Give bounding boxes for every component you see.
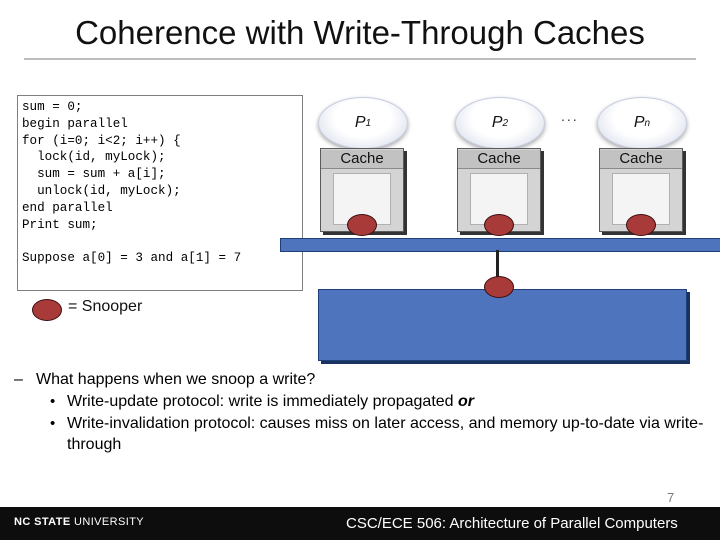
bullet-main: – What happens when we snoop a write? xyxy=(14,369,704,390)
bullet-marker: • xyxy=(50,415,56,432)
code-panel xyxy=(17,95,303,291)
page-number: 7 xyxy=(667,490,675,505)
slide-title: Coherence with Write-Through Caches xyxy=(75,14,645,51)
bullet-sub-text: Write-invalidation protocol: causes miss… xyxy=(67,415,704,453)
memory-block xyxy=(318,289,687,361)
processor-ellipsis: ... xyxy=(561,108,579,124)
dash-marker: – xyxy=(14,371,23,388)
snooper-p1 xyxy=(347,214,377,236)
memory-connector xyxy=(496,250,499,290)
code-listing: sum = 0; begin parallel for (i=0; i<2; i… xyxy=(22,100,181,232)
processor-subscript: 2 xyxy=(502,117,509,129)
university-logo: NC STATE UNIVERSITY xyxy=(14,516,144,528)
bullet-list: – What happens when we snoop a write? • … xyxy=(14,369,704,455)
bullet-sub-item: • Write-update protocol: write is immedi… xyxy=(14,391,704,412)
processor-letter: P xyxy=(491,114,503,131)
processor-letter: P xyxy=(633,114,645,131)
bullet-sub-text: Write-update protocol: write is immediat… xyxy=(67,393,458,410)
snooper-legend-icon xyxy=(32,299,62,321)
cache-body xyxy=(333,173,391,225)
cache-label: Cache xyxy=(600,150,682,169)
logo-rest: UNIVERSITY xyxy=(70,516,145,528)
logo-bold: NC STATE xyxy=(14,516,71,528)
snooper-pn xyxy=(626,214,656,236)
bullet-marker: • xyxy=(50,393,56,410)
footer-bar xyxy=(0,507,720,540)
cache-label: Cache xyxy=(458,150,540,169)
processor-subscript: n xyxy=(644,117,651,129)
title-divider xyxy=(24,58,696,60)
snooper-legend-label: = Snooper xyxy=(68,298,143,315)
code-note: Suppose a[0] = 3 and a[1] = 7 xyxy=(22,251,242,265)
snooper-p2 xyxy=(484,214,514,236)
processor-subscript: 1 xyxy=(365,117,372,129)
bullet-sub-item: • Write-invalidation protocol: causes mi… xyxy=(14,413,704,455)
cache-label: Cache xyxy=(321,150,403,169)
course-title: CSC/ECE 506: Architecture of Parallel Co… xyxy=(346,515,678,532)
bullet-emphasis: or xyxy=(458,393,474,410)
shared-bus xyxy=(280,238,720,252)
snooper-memory xyxy=(484,276,514,298)
bullet-main-text: What happens when we snoop a write? xyxy=(36,371,316,388)
processor-letter: P xyxy=(354,114,366,131)
cache-p1: Cache xyxy=(320,148,404,232)
